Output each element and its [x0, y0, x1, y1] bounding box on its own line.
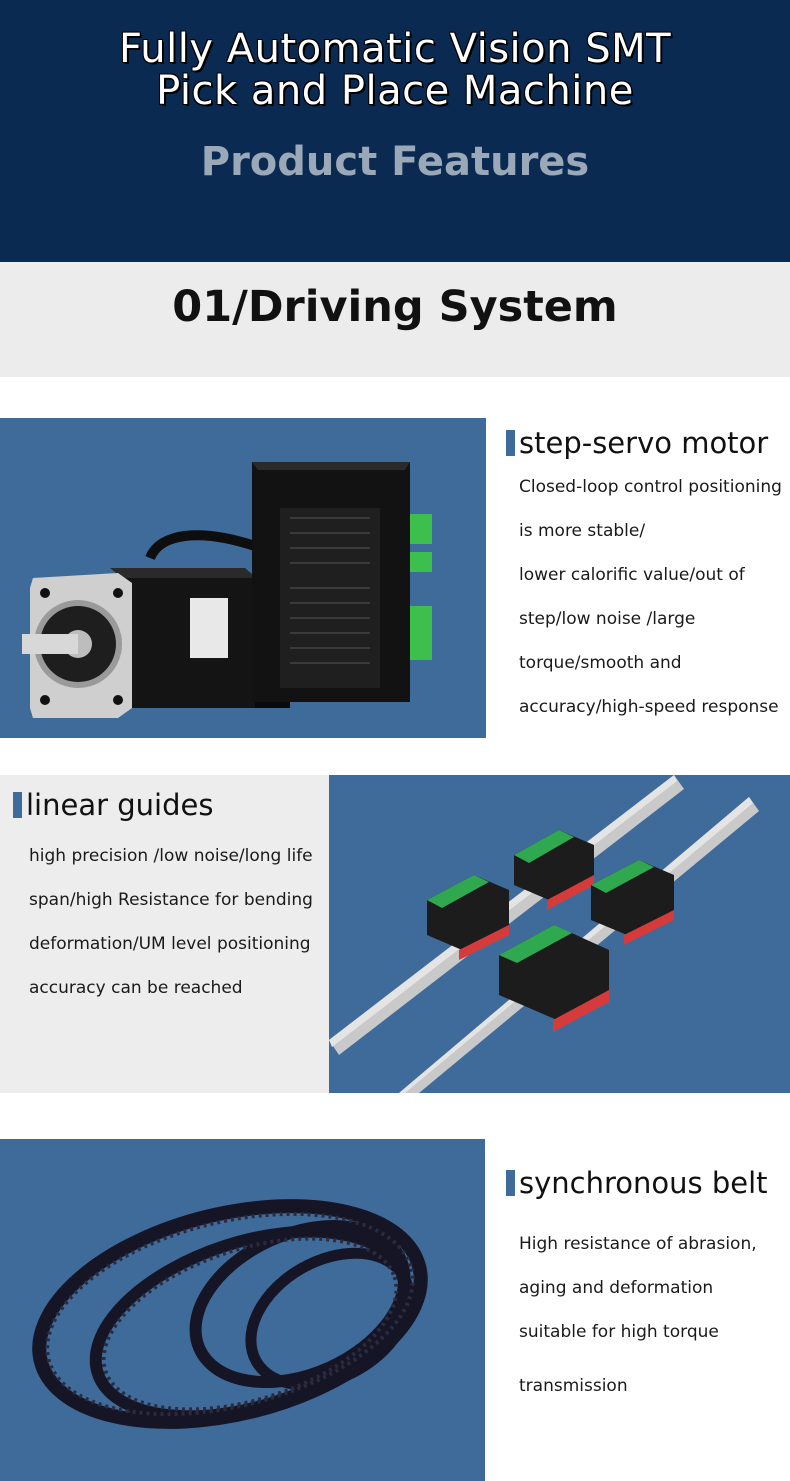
title-line-1: Fully Automatic Vision SMT	[118, 26, 672, 72]
linear-guides-title: linear guides	[26, 788, 214, 822]
section-title: 01/Driving System	[172, 282, 618, 332]
linear-guides-heading: linear guides	[13, 788, 213, 822]
title-line-2: Pick and Place Machine	[156, 68, 634, 114]
step-servo-motor-heading: step-servo motor	[506, 426, 768, 460]
heading-bar-icon	[506, 1170, 515, 1196]
section-band	[0, 262, 790, 377]
description-line: Closed-loop control positioning	[519, 477, 782, 497]
description-line: span/high Resistance for bending	[29, 890, 313, 910]
step-servo-motor-image	[22, 462, 432, 718]
description-line: aging and deformation	[519, 1278, 714, 1298]
page-title: Fully Automatic Vision SMT Pick and Plac…	[0, 28, 790, 112]
belt-image-panel	[0, 1139, 485, 1481]
description-line: transmission	[519, 1376, 628, 1396]
description-line: step/low noise /large	[519, 609, 696, 629]
step-servo-motor-title: step-servo motor	[519, 426, 769, 460]
page-subtitle: Product Features	[200, 139, 590, 185]
description-line: is more stable/	[519, 521, 646, 541]
description-line: High resistance of abrasion,	[519, 1234, 757, 1254]
heading-bar-icon	[13, 792, 22, 818]
description-line: torque/smooth and	[519, 653, 682, 673]
linear-guides-image-panel	[329, 775, 790, 1093]
motor-image-panel	[0, 418, 486, 738]
linear-guides-description: high precision /low noise/long life span…	[29, 834, 313, 1010]
description-line: lower calorific value/out of	[519, 565, 745, 585]
description-line: accuracy can be reached	[29, 978, 243, 998]
synchronous-belt-description: High resistance of abrasion, aging and d…	[519, 1222, 757, 1408]
linear-guides-image	[329, 775, 759, 1093]
description-line: deformation/UM level positioning	[29, 934, 311, 954]
heading-bar-icon	[506, 430, 515, 456]
step-servo-motor-description: Closed-loop control positioning is more …	[519, 465, 782, 729]
synchronous-belt-heading: synchronous belt	[506, 1166, 768, 1200]
description-line: accuracy/high-speed response	[519, 697, 779, 717]
header-banner: Fully Automatic Vision SMT Pick and Plac…	[0, 0, 790, 262]
synchronous-belt-image	[32, 1199, 428, 1429]
description-line: suitable for high torque	[519, 1322, 719, 1342]
description-line: high precision /low noise/long life	[29, 846, 313, 866]
linear-guides-text-panel	[0, 775, 329, 1093]
synchronous-belt-title: synchronous belt	[519, 1166, 768, 1200]
